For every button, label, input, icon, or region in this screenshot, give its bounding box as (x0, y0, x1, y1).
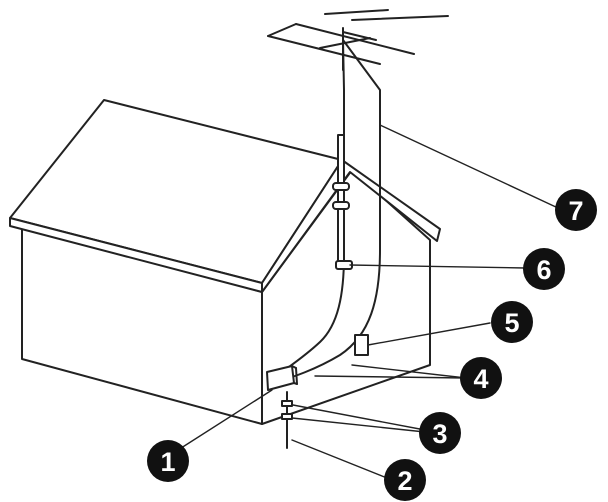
callout-leaders (177, 124, 559, 481)
standoff-clamp-upper (332, 182, 350, 191)
callout-label: 6 (536, 255, 551, 285)
callout-number-badge (384, 459, 426, 501)
leader-5 (367, 322, 491, 346)
leader-4a (314, 375, 467, 379)
callout-label: 1 (160, 447, 175, 477)
callout-number-badge (555, 189, 597, 231)
antenna-icon (267, 9, 449, 65)
callout-number-badge (419, 412, 461, 454)
callout-number-badge (523, 248, 565, 290)
callout-1: 1 (147, 440, 189, 482)
leader-7 (379, 124, 559, 209)
callout-label: 2 (397, 466, 412, 496)
callout-4: 4 (460, 357, 502, 399)
antenna-assembly (266, 9, 449, 449)
callout-number-badge (460, 357, 502, 399)
callout-6: 6 (523, 248, 565, 290)
callout-label: 5 (504, 308, 519, 338)
callout-2: 2 (384, 459, 426, 501)
ground-clamp-upper (281, 400, 293, 407)
house (9, 99, 441, 425)
standoff-clamp-lower (332, 201, 350, 210)
callout-label: 4 (473, 364, 488, 394)
callout-label: 3 (432, 419, 447, 449)
callout-5: 5 (491, 301, 533, 343)
leader-3b (291, 417, 426, 433)
leader-2 (291, 439, 393, 481)
callout-number-badge (491, 301, 533, 343)
callout-number-badge (147, 440, 189, 482)
leader-3a (292, 404, 426, 431)
callout-label: 7 (568, 196, 583, 226)
discharge-unit-box (354, 334, 369, 356)
leader-6 (349, 264, 526, 269)
leader-1 (177, 389, 273, 451)
callout-7: 7 (555, 189, 597, 231)
callouts: 1 2 3 4 5 6 7 (147, 189, 597, 501)
leader-4b (351, 364, 467, 379)
ground-clamp-lower (281, 413, 293, 420)
antenna-support-pole (337, 134, 345, 266)
callout-3: 3 (419, 412, 461, 454)
